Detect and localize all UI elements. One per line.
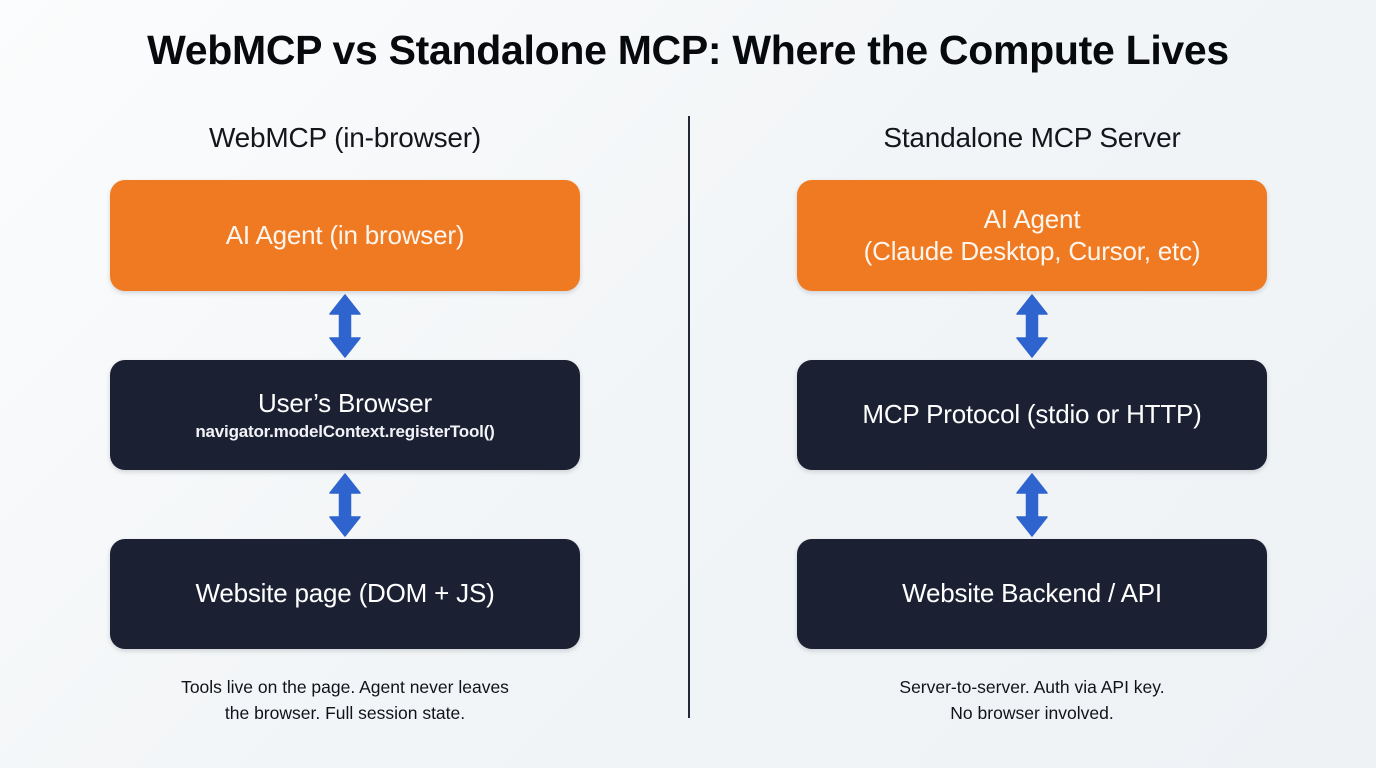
node-ai-agent-desktop[interactable]: AI Agent (Claude Desktop, Cursor, etc)	[797, 180, 1267, 291]
node-stack-standalone: AI Agent (Claude Desktop, Cursor, etc) M…	[742, 180, 1322, 649]
node-label: AI Agent (Claude Desktop, Cursor, etc)	[863, 203, 1201, 266]
node-mcp-protocol[interactable]: MCP Protocol (stdio or HTTP)	[797, 360, 1267, 470]
node-label: MCP Protocol (stdio or HTTP)	[862, 399, 1202, 430]
bidirectional-arrow-icon	[329, 293, 361, 358]
page-title: WebMCP vs Standalone MCP: Where the Comp…	[147, 27, 1229, 73]
caption-standalone: Server-to-server. Auth via API key. No b…	[899, 677, 1165, 723]
node-label: Website page (DOM + JS)	[195, 578, 495, 609]
node-users-browser[interactable]: User’s Browser navigator.modelContext.re…	[110, 360, 580, 470]
bidirectional-arrow-icon	[1016, 472, 1048, 537]
column-heading-webmcp: WebMCP (in-browser)	[208, 122, 482, 153]
connector-browser-to-page	[55, 470, 635, 539]
node-label: User’s Browser	[258, 388, 432, 419]
node-label: AI Agent (in browser)	[225, 219, 465, 250]
connector-protocol-to-backend	[742, 470, 1322, 539]
column-heading-standalone: Standalone MCP Server	[883, 122, 1181, 153]
bidirectional-arrow-icon	[1016, 293, 1048, 358]
node-sublabel-api: navigator.modelContext.registerTool()	[195, 421, 495, 441]
node-website-page[interactable]: Website page (DOM + JS)	[110, 539, 580, 649]
node-stack-webmcp: AI Agent (in browser) User’s Browser nav…	[55, 180, 635, 649]
node-website-backend[interactable]: Website Backend / API	[797, 539, 1267, 649]
node-ai-agent-browser[interactable]: AI Agent (in browser)	[110, 180, 580, 291]
column-webmcp: WebMCP (in-browser) AI Agent (in browser…	[55, 118, 635, 726]
column-standalone-mcp: Standalone MCP Server AI Agent (Claude D…	[742, 118, 1322, 726]
connector-agent-to-protocol	[742, 291, 1322, 360]
caption-webmcp: Tools live on the page. Agent never leav…	[181, 677, 509, 723]
node-label: Website Backend / API	[902, 578, 1162, 609]
column-divider	[688, 116, 690, 718]
connector-agent-to-browser	[55, 291, 635, 360]
bidirectional-arrow-icon	[329, 472, 361, 537]
